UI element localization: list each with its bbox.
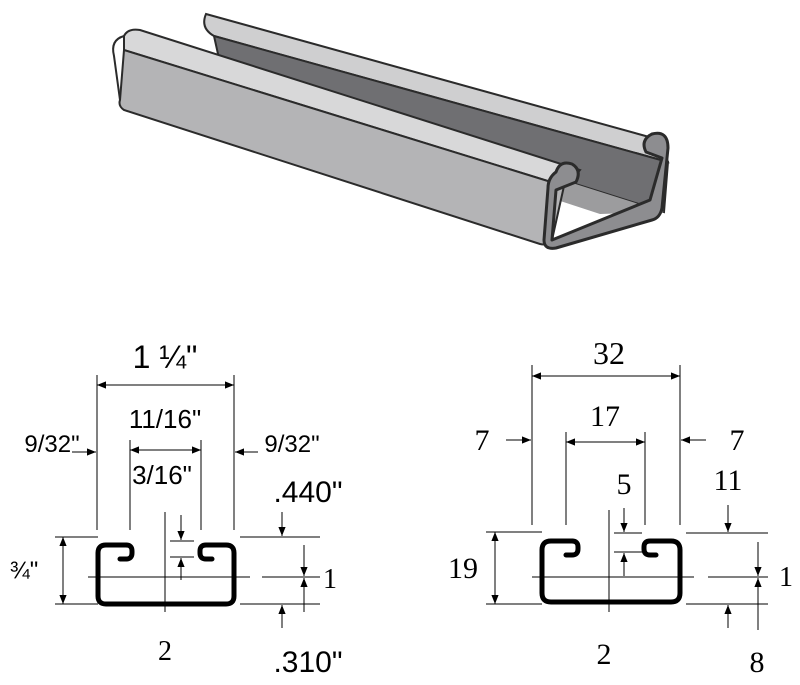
metric-overall-width: 32	[593, 335, 625, 371]
imperial-axis-1: 1	[323, 564, 337, 595]
metric-lip-depth: 5	[617, 468, 632, 501]
front-lip-end	[112, 35, 125, 101]
metric-axis-2: 2	[597, 638, 612, 671]
imperial-section: 1 ¼" 11/16" 9/32" 9/32" 3/16" ¾" .440" .…	[10, 339, 343, 679]
imperial-overall-width: 1 ¼"	[133, 339, 198, 375]
metric-profile	[539, 538, 683, 605]
metric-section: 32 17 7 7 5 19 11 8 1 2	[448, 335, 793, 679]
imperial-lip-left: 9/32"	[24, 431, 79, 458]
imperial-lower-distance: .310"	[273, 646, 342, 679]
metric-lower-distance: 8	[750, 646, 765, 679]
imperial-axis-2: 2	[158, 636, 172, 667]
imperial-height: ¾"	[10, 557, 39, 584]
end-profile	[542, 131, 670, 250]
metric-axis-1: 1	[779, 562, 793, 593]
metric-upper-distance: 11	[714, 464, 743, 497]
imperial-lip-right: 9/32"	[264, 431, 319, 458]
imperial-slot-width: 11/16"	[129, 404, 201, 434]
metric-slot-width: 17	[590, 400, 620, 433]
imperial-upper-distance: .440"	[273, 476, 342, 509]
metric-lip-left: 7	[475, 424, 490, 457]
imperial-lip-depth: 3/16"	[132, 460, 192, 490]
channel-3d-illustration	[112, 12, 670, 250]
imperial-profile	[95, 542, 237, 607]
metric-lip-right: 7	[730, 424, 745, 457]
metric-height: 19	[448, 552, 478, 585]
